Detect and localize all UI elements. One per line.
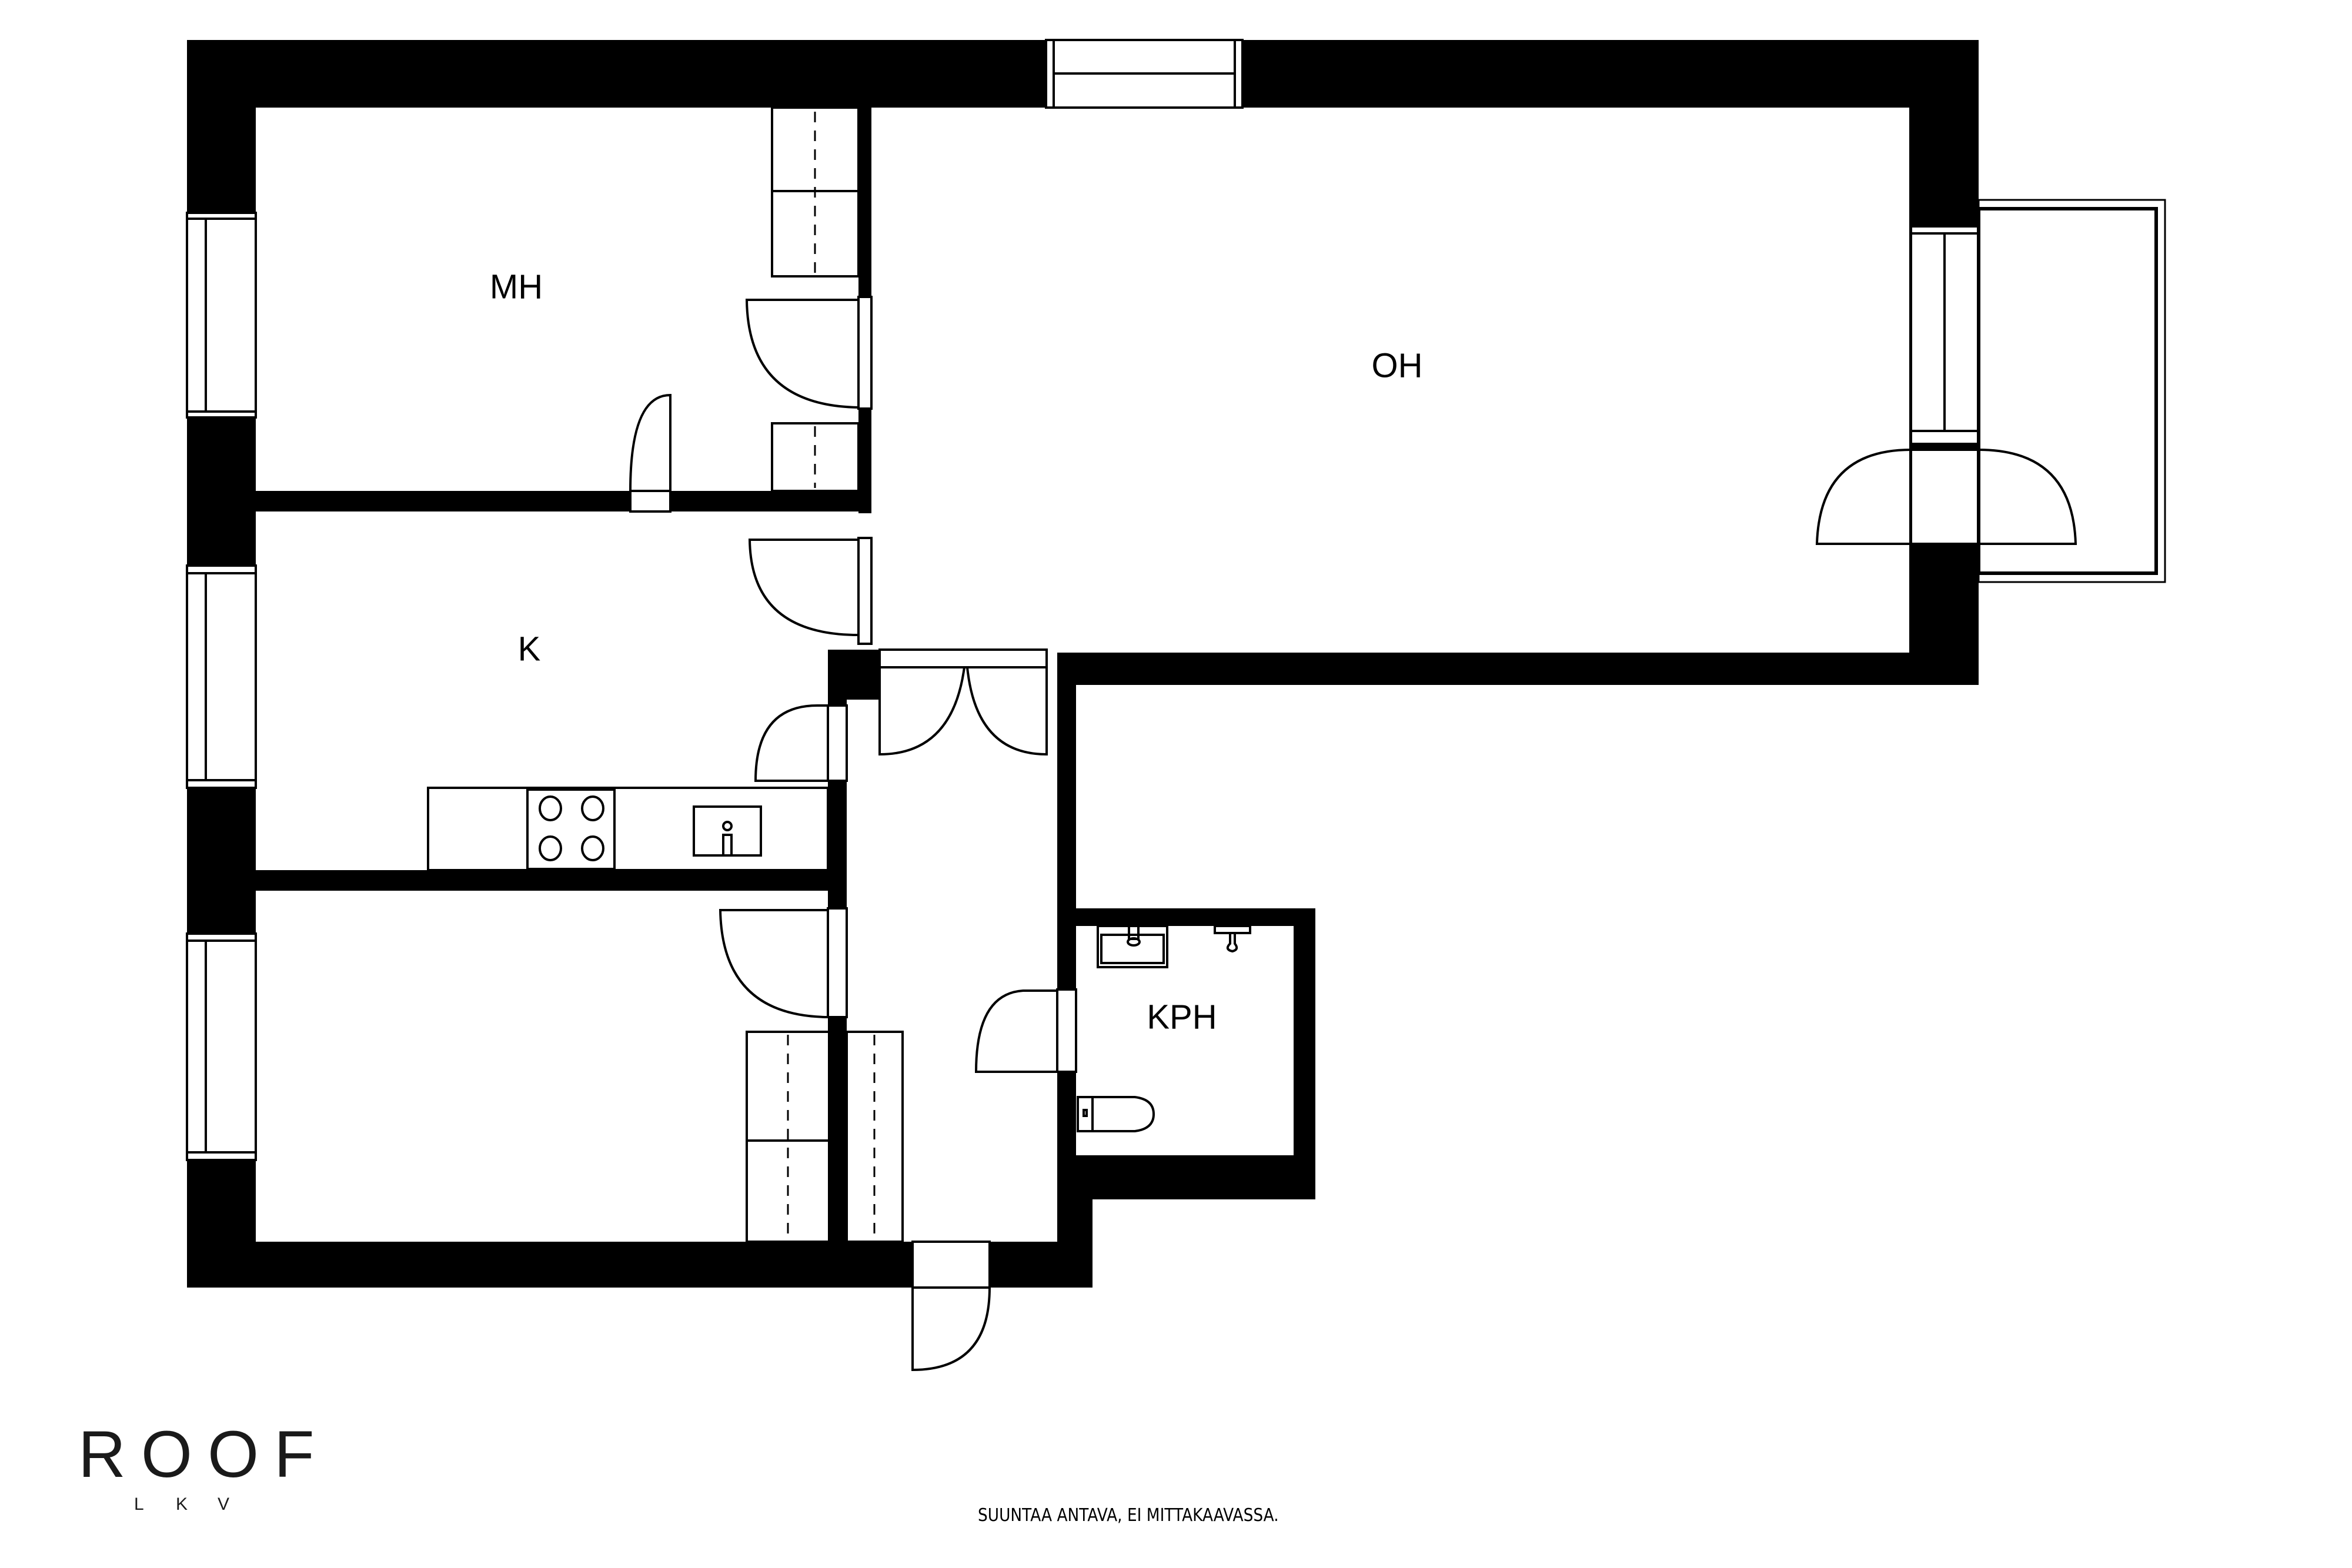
disclaimer-text: SUUNTAA ANTAVA, EI MITTAKAAVASSA. xyxy=(978,1505,1279,1526)
balcony xyxy=(1977,199,2166,583)
logo-letter: V xyxy=(218,1495,230,1514)
wardrobe xyxy=(746,1031,830,1243)
shower-faucet xyxy=(1214,925,1251,934)
window xyxy=(186,564,257,789)
wardrobe xyxy=(846,1031,904,1243)
window xyxy=(186,212,257,419)
kitchen-counter xyxy=(427,787,829,871)
door-swings xyxy=(629,299,2077,1372)
window xyxy=(186,932,257,1161)
room-label-oh: OH xyxy=(1371,346,1423,385)
wardrobe xyxy=(771,422,860,492)
toilet-tank xyxy=(1077,1096,1094,1132)
logo-letter: K xyxy=(176,1495,188,1514)
logo-letter: L xyxy=(134,1495,144,1514)
logo-wordmark: ROOF xyxy=(78,1417,330,1491)
walls xyxy=(187,40,1979,1288)
brand-logo: ROOF L K V xyxy=(78,1422,372,1514)
room-label-mh: MH xyxy=(489,268,543,306)
room-label-k: K xyxy=(517,630,541,668)
toilet-bowl xyxy=(1091,1096,1155,1132)
logo-subtitle: L K V xyxy=(78,1495,372,1514)
room-label-kph: KPH xyxy=(1147,998,1217,1037)
bathroom-sink xyxy=(1097,925,1168,968)
stove xyxy=(526,788,616,870)
openings xyxy=(186,39,1980,1289)
fixtures xyxy=(427,106,1251,1243)
